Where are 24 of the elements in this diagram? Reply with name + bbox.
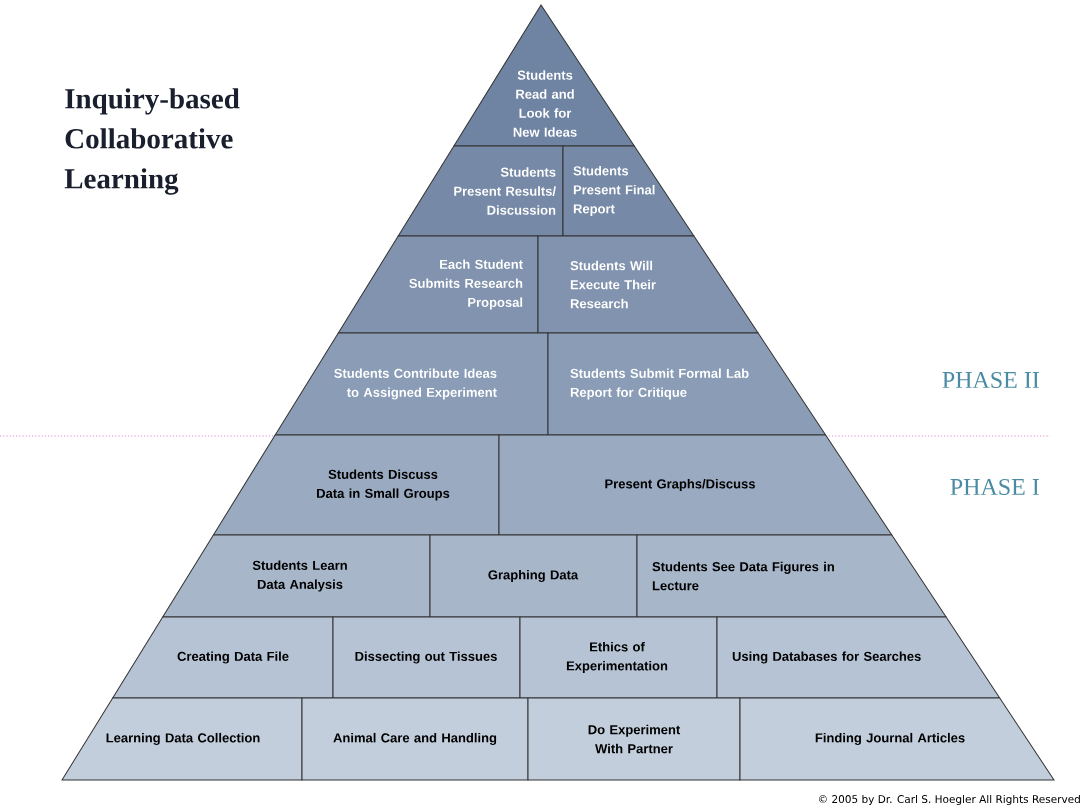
- pyramid-block: Students Present Final Report: [562, 145, 695, 237]
- pyramid-block: Students Contribute Ideas to Assigned Experiment: [274, 332, 549, 436]
- pyramid-block: Creating Data File: [112, 616, 334, 699]
- phase-label: PHASE II: [942, 371, 1039, 389]
- pyramid-block: Finding Journal Articles: [739, 697, 1055, 781]
- copyright-notice: © 2005 by Dr. Carl S. Hoegler All Rights Reserved: [819, 794, 1080, 806]
- pyramid-block: Each Student Submits Research Proposal: [337, 235, 539, 334]
- title: Inquiry-based Collaborative Learning: [64, 88, 240, 195]
- pyramid-block: Using Databases for Searches: [716, 616, 1001, 699]
- pyramid-block: Students Submit Formal Lab Report for Critique: [547, 332, 827, 436]
- pyramid-block: Students Discuss Data in Small Groups: [212, 434, 500, 536]
- pyramid-block: Learning Data Collection: [61, 697, 303, 781]
- pyramid-block: Students Learn Data Analysis: [162, 534, 431, 618]
- pyramid-block: Present Graphs/Discuss: [498, 434, 893, 536]
- pyramid-block: Ethics of Experimentation: [519, 616, 718, 699]
- phase-label: PHASE I: [950, 478, 1039, 496]
- pyramid-block: Animal Care and Handling: [301, 697, 529, 781]
- pyramid-block: Students See Data Figures in Lecture: [636, 534, 947, 618]
- pyramid-block: Dissecting out Tissues: [332, 616, 521, 699]
- pyramid-block: Students Present Results/ Discussion: [397, 145, 564, 237]
- pyramid-block: Do Experiment With Partner: [527, 697, 741, 781]
- pyramid-block: Graphing Data: [429, 534, 638, 618]
- pyramid-block: Students Read and Look for New Ideas: [453, 4, 635, 147]
- pyramid-block: Students Will Execute Their Research: [537, 235, 759, 334]
